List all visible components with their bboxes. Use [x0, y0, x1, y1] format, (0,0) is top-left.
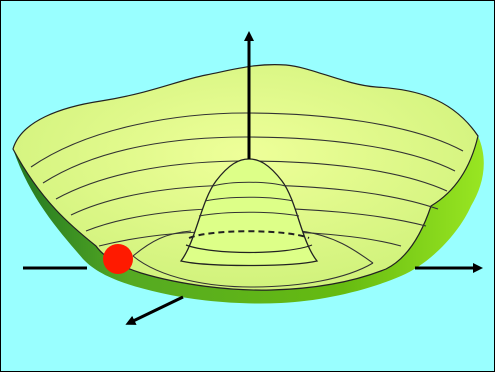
ball — [103, 244, 133, 274]
